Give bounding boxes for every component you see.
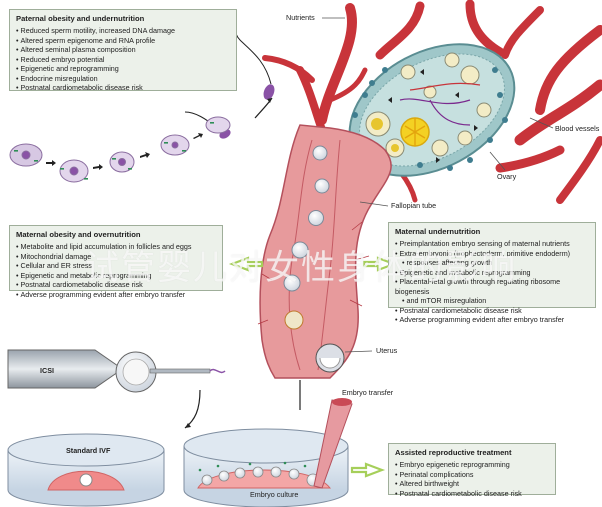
embryo-transfer-catheter — [313, 398, 353, 489]
list-item: Postnatal cardiometabolic disease risk — [395, 489, 549, 499]
icsi-apparatus — [7, 349, 226, 393]
list-item: Adverse programming evident after embryo… — [16, 290, 216, 300]
list-item: Adverse programming evident after embryo… — [395, 315, 589, 325]
ovary-label: Ovary — [497, 172, 517, 181]
spermatogenesis-arrows — [46, 133, 203, 170]
maternal-undernutrition-title: Maternal undernutrition — [395, 227, 481, 236]
list-item: Reduced sperm motility, increased DNA da… — [16, 26, 230, 36]
maternal-obesity-box: Maternal obesity and overnutrition Metab… — [9, 225, 223, 299]
list-item: Epigenetic and metabolic reprogramming — [395, 268, 589, 278]
uterus-label: Uterus — [376, 346, 398, 355]
list-item: Perinatal complications — [395, 470, 549, 480]
corpus-luteum — [400, 117, 430, 147]
list-item: Metabolite and lipid accumulation in fol… — [16, 242, 216, 252]
list-item: Embryo epigenetic reprogramming — [395, 460, 549, 470]
list-item: Extra-embryonic (trophectoderm, primitiv… — [395, 249, 589, 259]
list-item: Epigenetic and reprogramming — [16, 64, 230, 74]
art-box: Assisted reproductive treatment Embryo e… — [388, 443, 556, 498]
maternal-undernutrition-box: Maternal undernutrition Preimplantation … — [388, 222, 596, 324]
green-arrows — [228, 256, 398, 478]
nutrients-label: Nutrients — [286, 13, 315, 22]
list-item: Endocrine misregulation — [16, 74, 230, 84]
list-item: Reduced embryo potential — [16, 55, 230, 65]
art-title: Assisted reproductive treatment — [395, 448, 512, 457]
paternal-box: Paternal obesity and undernutrition Redu… — [9, 9, 237, 93]
list-item: Postnatal cardiometabolic disease risk — [16, 280, 216, 290]
list-item: Epigenetic and metabolic reprogramming — [16, 271, 216, 281]
list-item: Placental-fetal growth through regulatin… — [395, 277, 589, 296]
maternal-obesity-title: Maternal obesity and overnutrition — [16, 230, 141, 239]
fallopian-tube-label: Fallopian tube — [391, 201, 437, 210]
standard-ivf-dish — [7, 433, 165, 507]
list-item: Mitochondrial damage — [16, 252, 216, 262]
list-item: Postnatal cardiometabolic disease risk — [395, 306, 589, 316]
list-item: Altered sperm epigenome and RNA profile — [16, 36, 230, 46]
list-item: Cellular and ER stress — [16, 261, 216, 271]
list-item: and mTOR misregulation — [395, 296, 589, 306]
embryo-culture-label: Embryo culture — [250, 490, 299, 499]
embryo-transfer-label: Embryo transfer — [342, 388, 394, 397]
list-item: Postnatal cardiometabolic disease risk — [16, 83, 230, 93]
spermatogenesis-cells — [9, 116, 231, 183]
paternal-title: Paternal obesity and undernutrition — [16, 14, 145, 23]
blood-vessels-label: Blood vessels — [555, 124, 600, 133]
embryo-sequence — [283, 145, 345, 373]
icsi-label: ICSI — [40, 366, 54, 375]
list-item: responses affecting growth — [395, 258, 589, 268]
watermark-text: 试管婴儿对女性身体的影响 — [85, 248, 517, 288]
list-item: Altered seminal plasma composition — [16, 45, 230, 55]
list-item: Altered birthweight — [395, 479, 549, 489]
standard-ivf-label: Standard IVF — [66, 446, 111, 455]
list-item: Preimplantation embryo sensing of matern… — [395, 239, 589, 249]
